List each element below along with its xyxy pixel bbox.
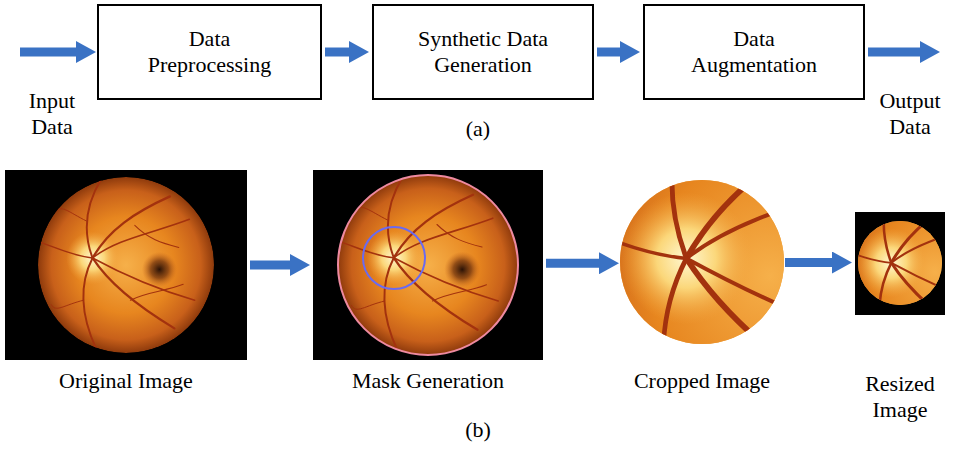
process-label: Synthetic Data Generation	[404, 26, 562, 79]
process-box: Data Augmentation	[643, 4, 865, 100]
panel-label: (a)	[466, 116, 490, 142]
panel-label: (b)	[465, 417, 491, 443]
flow-arrow	[785, 258, 832, 267]
image-caption: Resized Image	[852, 371, 948, 424]
process-label: Data Preprocessing	[129, 26, 290, 79]
flow-arrow	[325, 48, 349, 57]
masked-fundus-photo	[313, 170, 543, 360]
io-label: Output Data	[872, 88, 948, 141]
process-box: Synthetic Data Generation	[372, 4, 594, 100]
flow-arrow	[546, 259, 599, 268]
image-panel: Mask Generation	[313, 170, 543, 360]
image-panel: Resized Image	[855, 212, 945, 315]
resized-disc-photo	[820, 157, 957, 387]
image-caption: Cropped Image	[634, 368, 770, 394]
image-panel: Original Image	[5, 170, 247, 360]
flow-arrow	[250, 261, 290, 270]
fundus-photo	[5, 170, 247, 360]
flow-arrow	[597, 48, 620, 57]
image-panel: Cropped Image	[622, 178, 782, 345]
image-caption: Mask Generation	[352, 368, 504, 394]
image-caption: Original Image	[59, 368, 193, 394]
process-label: Data Augmentation	[675, 26, 833, 79]
io-label: Input Data	[10, 88, 94, 141]
process-box: Data Preprocessing	[97, 4, 322, 100]
